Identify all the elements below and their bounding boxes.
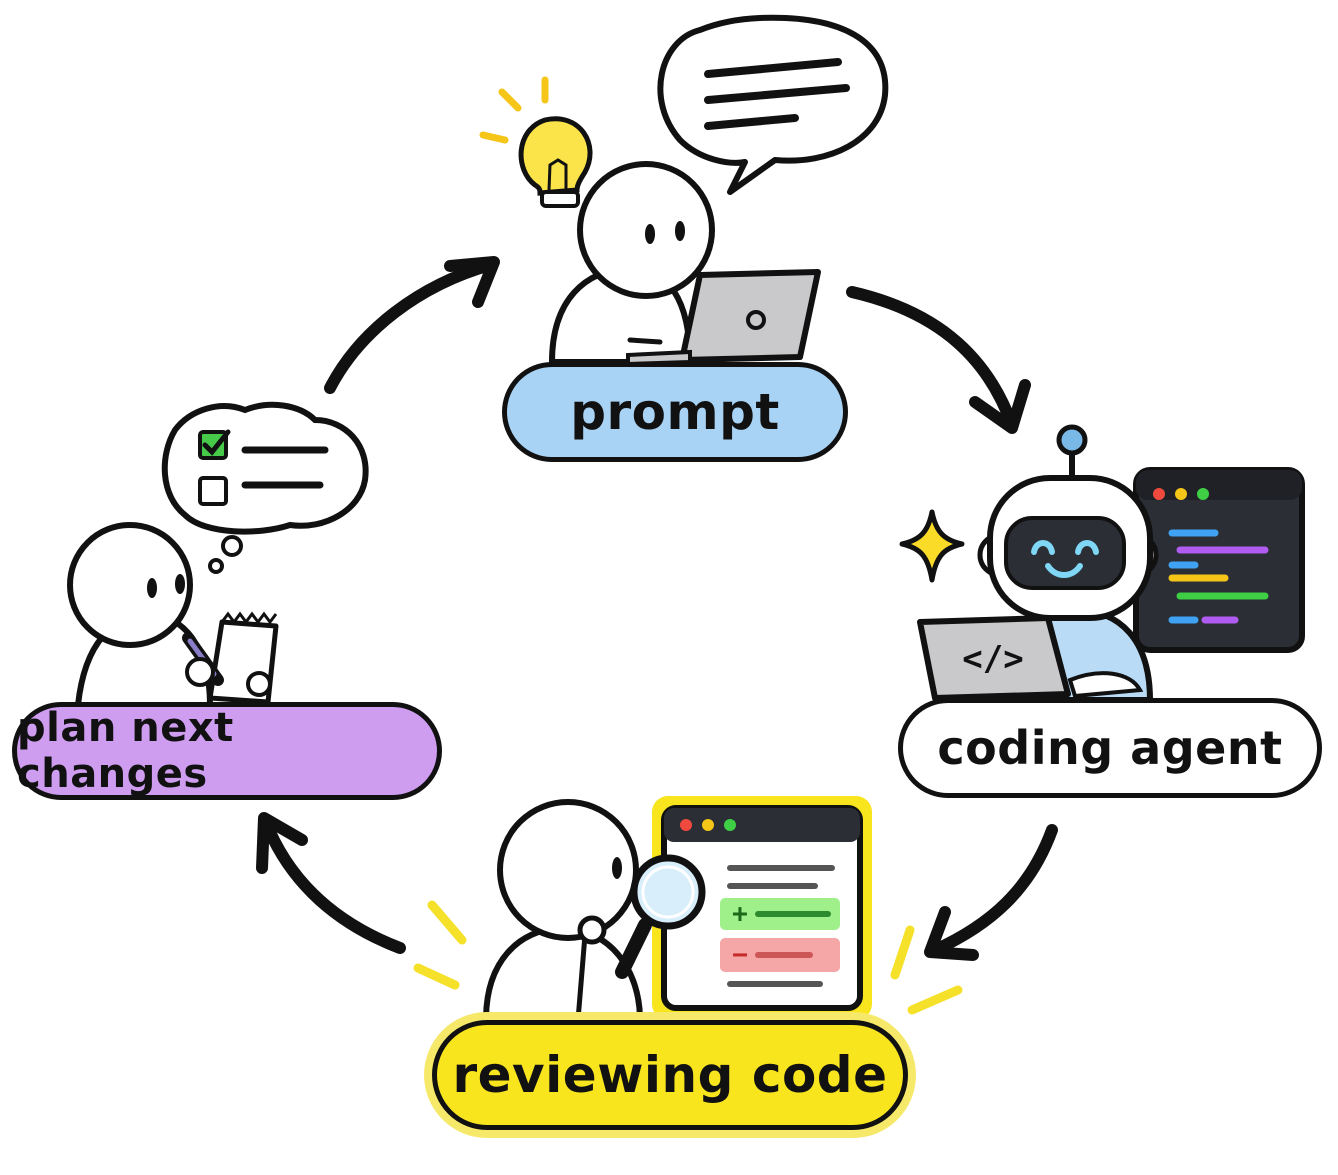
code-window [1133, 467, 1305, 653]
arrow-plan-to-prompt [324, 259, 496, 394]
stage-label-coding-agent: coding agent [898, 698, 1322, 798]
arrow-review-to-plan [259, 814, 406, 954]
checkbox-checked-icon [198, 430, 228, 460]
sparkle-icon [899, 509, 965, 583]
stage-label-coding-agent-text: coding agent [937, 721, 1283, 775]
checkbox-empty-icon [198, 476, 228, 506]
stage-label-prompt: prompt [502, 362, 848, 462]
planning-illustration [67, 401, 369, 708]
speech-bubble-icon [657, 14, 889, 195]
diff-window: + − [652, 796, 872, 1020]
arrow-prompt-to-agent-head [969, 379, 1031, 434]
pencil-icon [182, 632, 224, 687]
arrow-prompt-to-agent [846, 286, 1018, 431]
arrow-plan-to-prompt-head [444, 256, 500, 308]
highlight-rays [413, 900, 963, 1015]
coding-agent-illustration: </> [899, 424, 1305, 703]
diff-add-sign: + [732, 899, 748, 929]
thought-cloud-icon [161, 401, 369, 574]
stage-label-reviewing-code-text: reviewing code [452, 1046, 888, 1104]
stage-label-prompt-text: prompt [570, 383, 780, 441]
diff-remove-sign: − [732, 940, 748, 970]
magnifier-icon [615, 854, 706, 979]
stage-label-plan-next-changes: plan next changes [12, 702, 442, 800]
lightbulb-icon [479, 76, 593, 208]
agent-laptop-icon: </> [917, 615, 1144, 701]
prompt-illustration [479, 14, 889, 367]
notepad-icon [207, 611, 279, 705]
arrow-agent-to-review-head [924, 906, 979, 961]
reviewing-illustration: + − [413, 796, 963, 1023]
stage-label-reviewing-code: reviewing code [432, 1020, 908, 1130]
stage-label-plan-next-changes-text: plan next changes [17, 705, 234, 797]
arrow-agent-to-review [929, 824, 1058, 956]
code-tag-icon: </> [962, 639, 1023, 679]
arrow-review-to-plan-head [256, 812, 308, 874]
